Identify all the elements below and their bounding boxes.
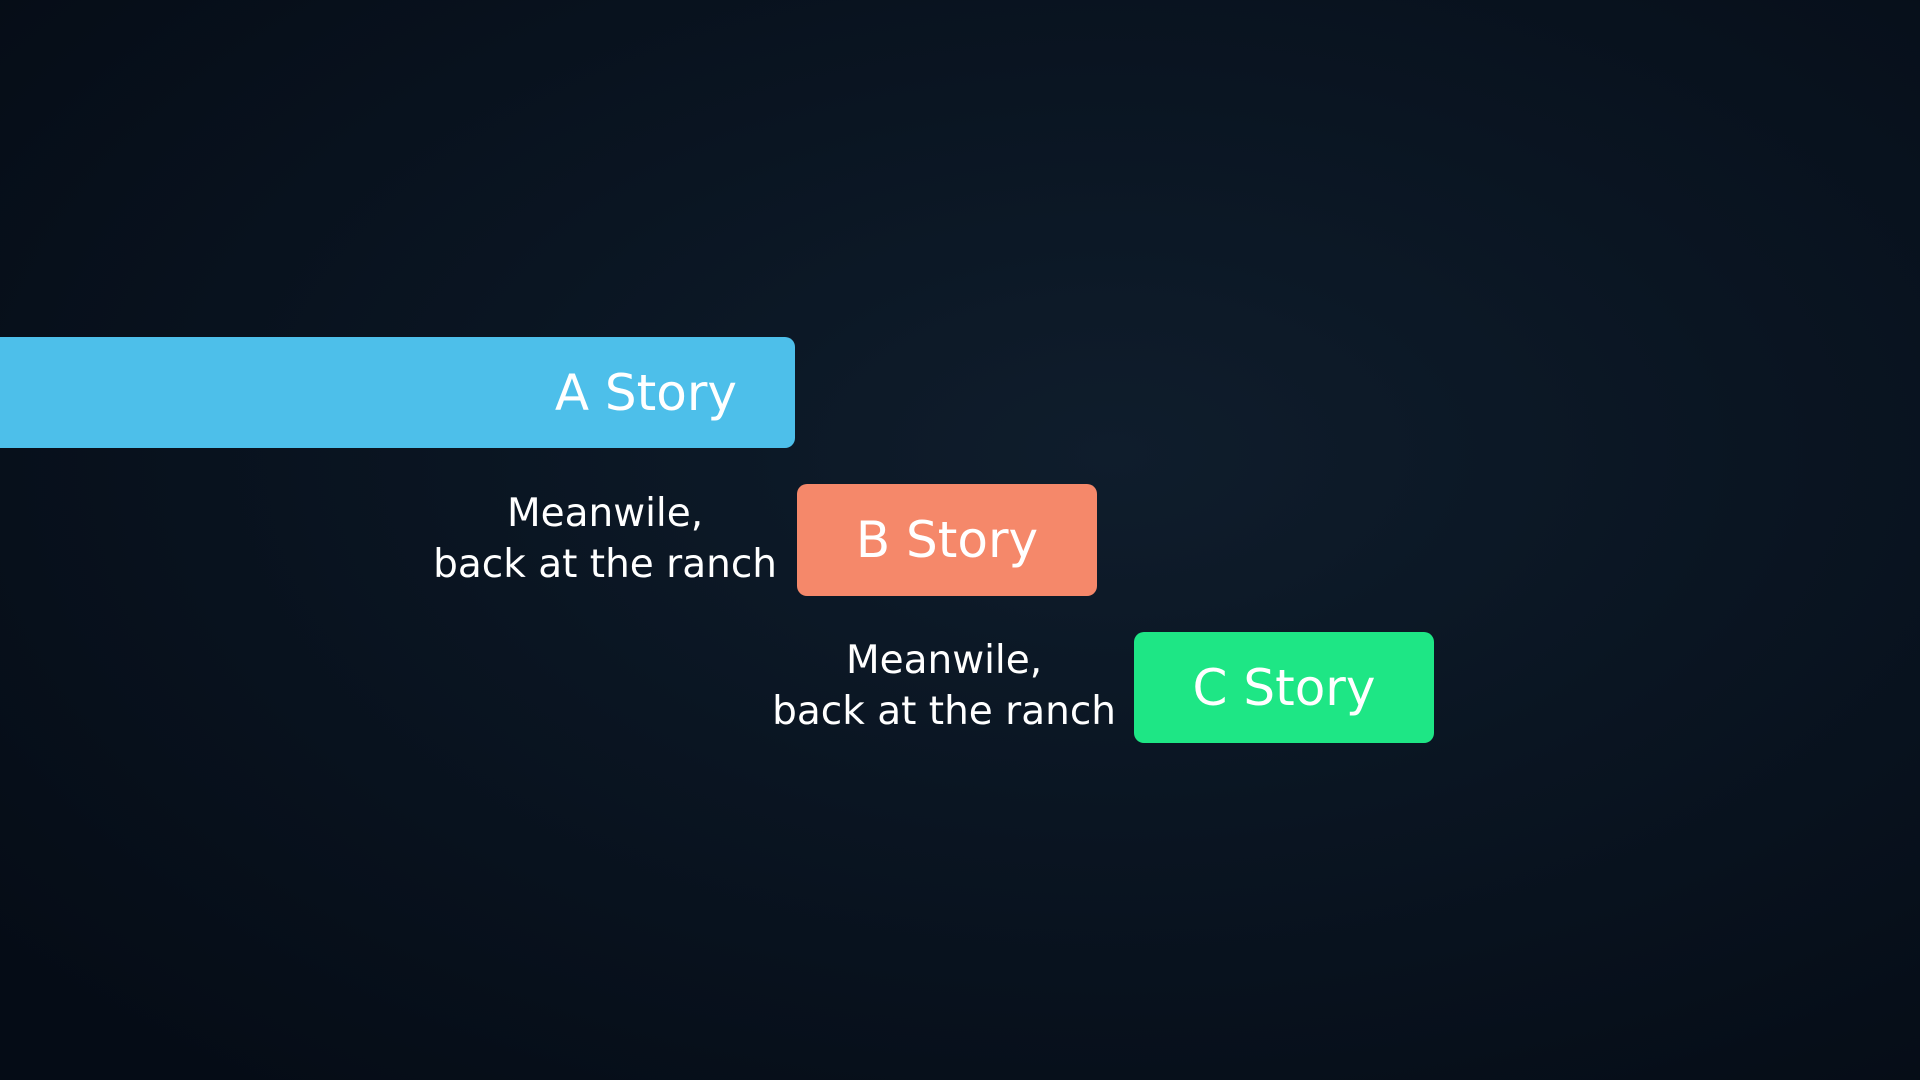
c-story-box: C Story: [1134, 632, 1434, 743]
c-story-label: C Story: [1192, 658, 1376, 717]
a-story-label: A Story: [554, 363, 737, 422]
transition-to-b-line2: back at the ranch: [433, 542, 777, 587]
transition-to-c-line2: back at the ranch: [772, 689, 1116, 734]
a-story-bar: A Story: [0, 337, 795, 448]
transition-to-b-label: Meanwile, back at the ranch: [433, 488, 777, 590]
transition-to-c-line1: Meanwile,: [845, 638, 1043, 683]
b-story-label: B Story: [855, 511, 1039, 569]
transition-to-b-line1: Meanwile,: [506, 491, 704, 536]
b-story-box: B Story: [797, 484, 1097, 596]
transition-to-c-label: Meanwile, back at the ranch: [772, 635, 1116, 737]
